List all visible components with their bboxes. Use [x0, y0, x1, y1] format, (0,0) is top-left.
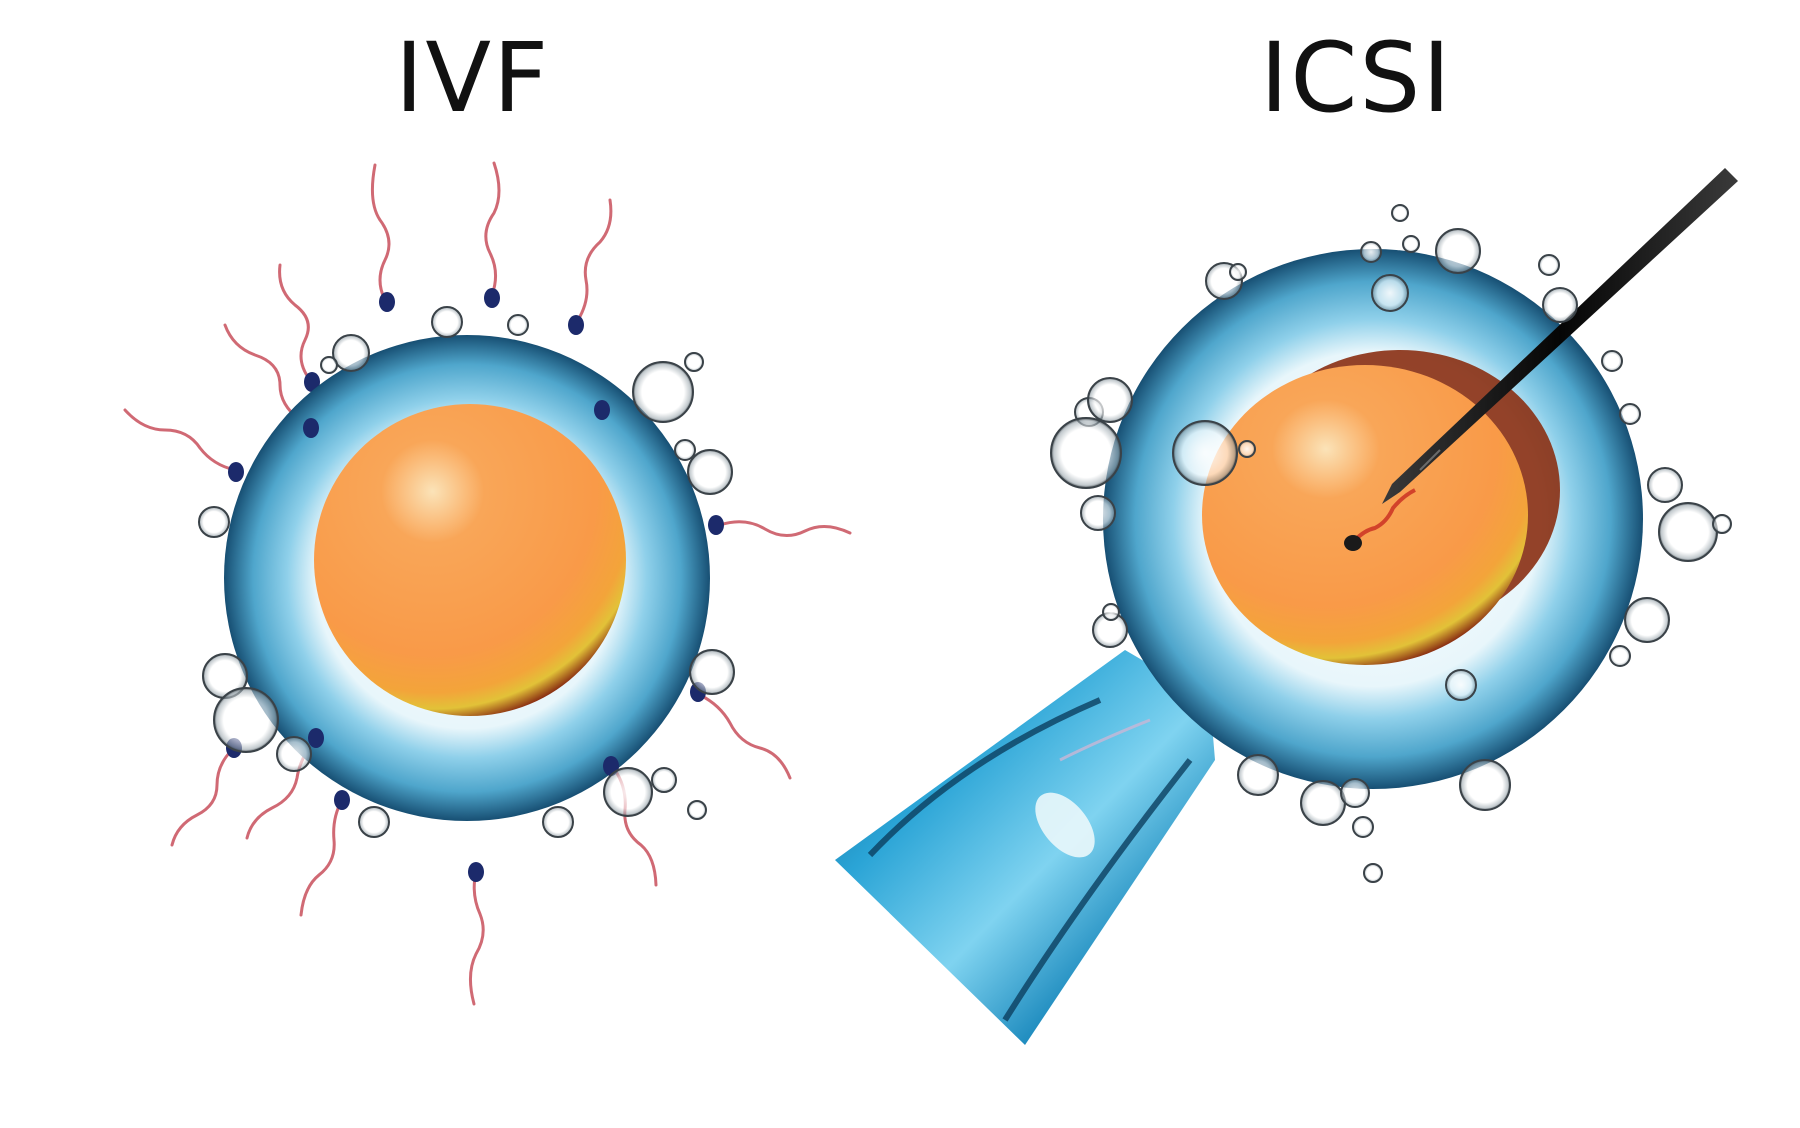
injected-sperm	[1344, 488, 1416, 551]
sperm-group	[123, 161, 852, 1006]
ivf-egg	[123, 161, 852, 1006]
attached-sperm	[303, 400, 619, 776]
bubbles	[198, 306, 735, 838]
icsi-title: ICSI	[1260, 22, 1453, 134]
ivf-title: IVF	[395, 22, 551, 134]
holding-pipette	[835, 650, 1215, 1045]
cytoplasm	[314, 404, 626, 716]
icsi-egg	[835, 168, 1738, 1045]
injection-needle	[1382, 168, 1738, 504]
sperm-heads	[226, 288, 724, 882]
bubbles	[1050, 204, 1732, 883]
